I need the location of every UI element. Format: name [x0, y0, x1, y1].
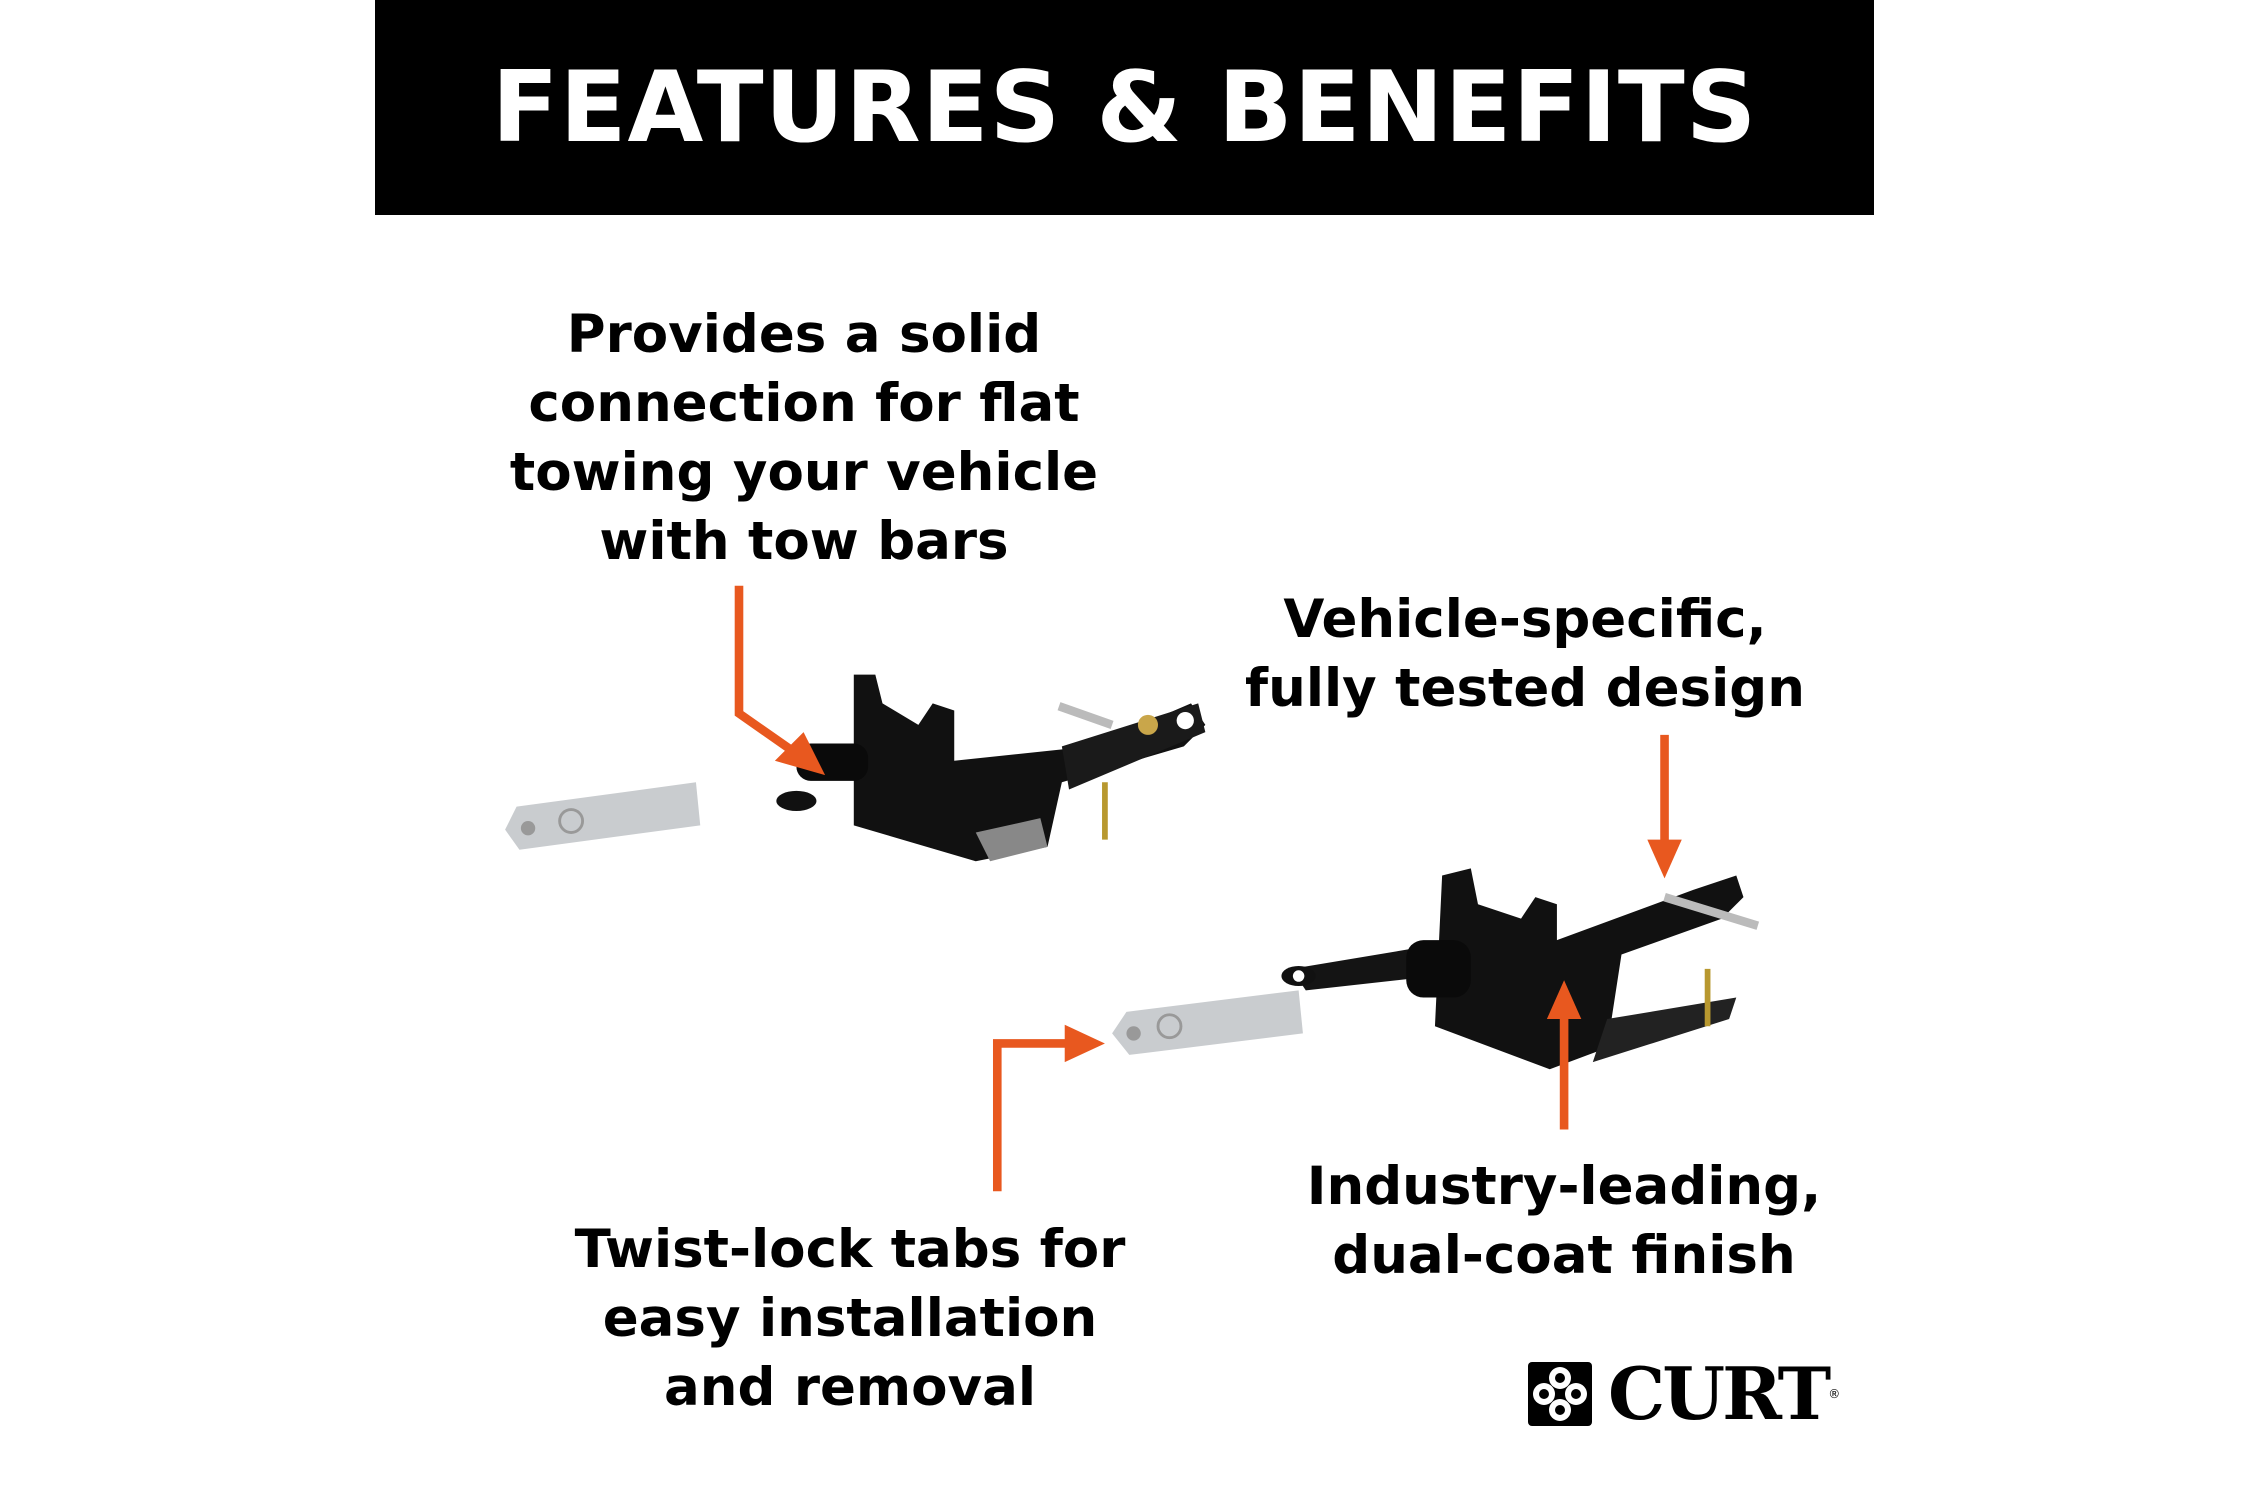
callout-line: Vehicle-specific,: [1283, 589, 1767, 650]
page-title: FEATURES & BENEFITS: [491, 50, 1758, 165]
callout-line: connection for flat: [528, 373, 1080, 434]
brand-name: CURT: [1608, 1351, 1831, 1436]
arrow-connection: [734, 585, 799, 758]
twist-lock-pin-left: [505, 782, 701, 850]
callout-design: Vehicle-specific, fully tested design: [1225, 585, 1825, 723]
callout-line: and removal: [663, 1357, 1037, 1418]
callout-line: Provides a solid: [566, 304, 1042, 365]
callout-connection: Provides a solid connection for flat tow…: [504, 300, 1104, 576]
callout-line: with tow bars: [599, 511, 1009, 572]
callout-line: easy installation: [602, 1288, 1098, 1349]
callout-line: Industry-leading,: [1306, 1156, 1822, 1217]
callout-line: dual-coat finish: [1332, 1225, 1796, 1286]
arrow-tabs: [992, 1039, 1070, 1192]
twist-lock-pin-right: [1112, 990, 1303, 1055]
tow-bracket-left: [776, 674, 1206, 862]
callout-line: Twist-lock tabs for: [574, 1219, 1126, 1280]
curt-logo: CURT ®: [1528, 1351, 1841, 1436]
callout-finish: Industry-leading, dual-coat finish: [1264, 1152, 1864, 1290]
callout-line: towing your vehicle: [509, 442, 1099, 503]
callout-line: fully tested design: [1245, 658, 1805, 719]
callout-tabs: Twist-lock tabs for easy installation an…: [550, 1215, 1150, 1422]
curt-logo-mark-icon: [1528, 1362, 1592, 1426]
header-banner: FEATURES & BENEFITS: [375, 0, 1874, 215]
registered-mark: ®: [1828, 1387, 1841, 1401]
tow-bracket-right: [1281, 868, 1760, 1070]
